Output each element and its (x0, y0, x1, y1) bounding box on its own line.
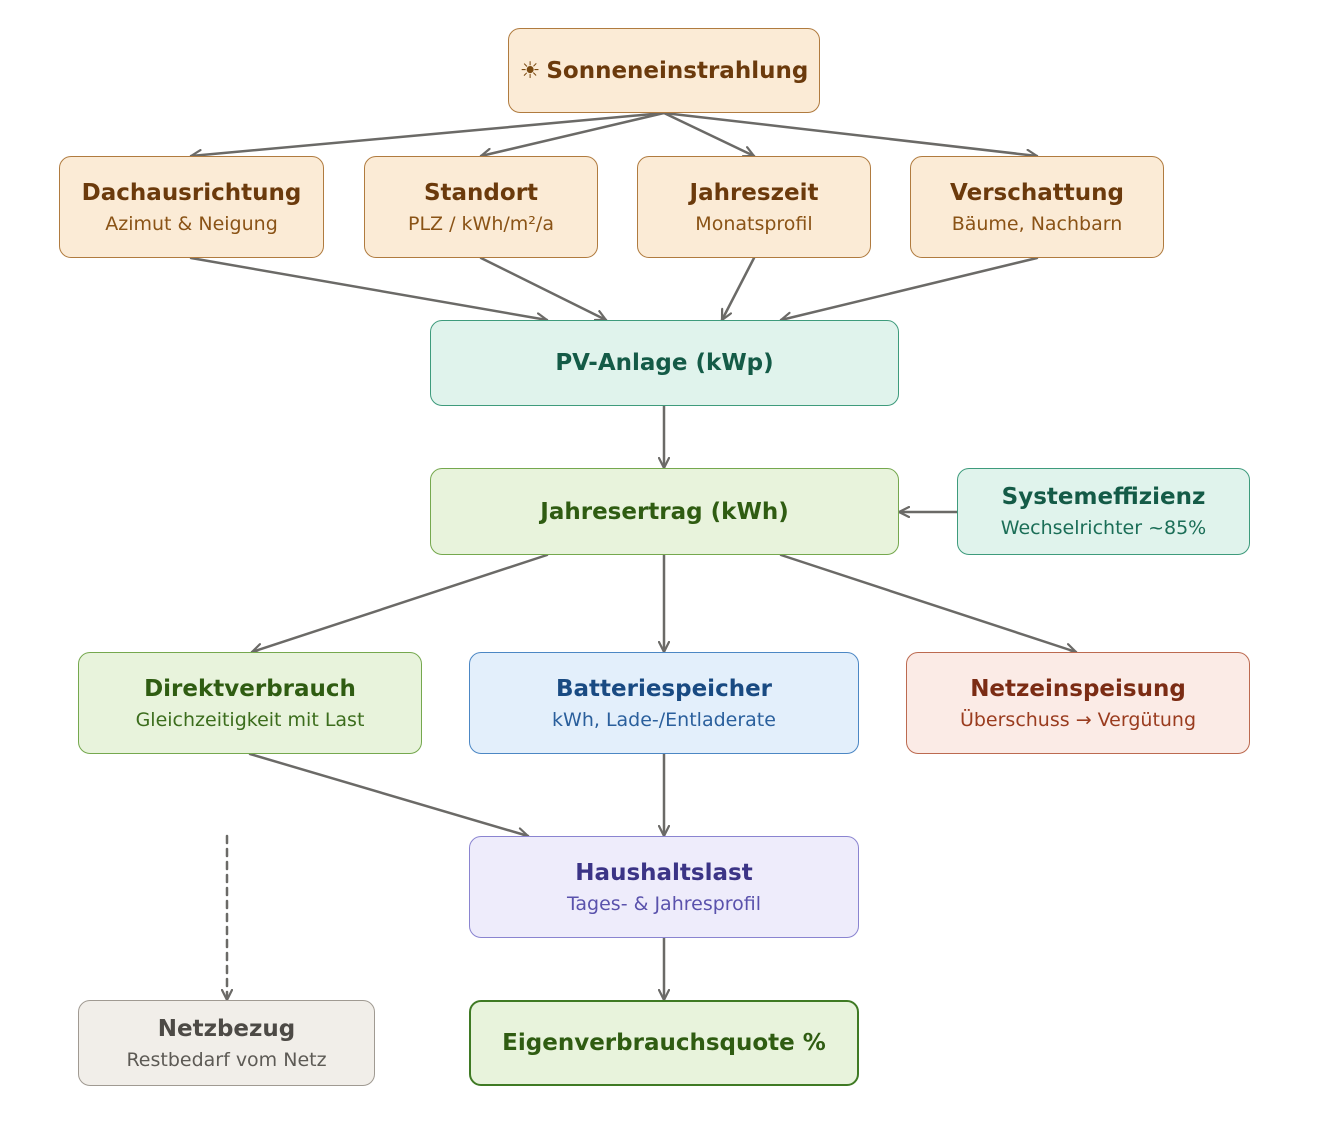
node-eigenverbrauchsquote: Eigenverbrauchsquote % (469, 1000, 859, 1086)
node-title-haushaltslast: Haushaltslast (575, 859, 753, 886)
node-sub-jahreszeit: Monatsprofil (695, 212, 813, 235)
node-batteriespeicher: Batteriespeicher kWh, Lade-/Entladerate (469, 652, 859, 754)
node-dachausrichtung: Dachausrichtung Azimut & Neigung (59, 156, 324, 258)
node-pv-anlage: PV-Anlage (kWp) (430, 320, 899, 406)
edge-sun-shading (662, 111, 1039, 156)
edge-sun-roof (189, 111, 666, 156)
node-title-jahreszeit: Jahreszeit (689, 179, 819, 206)
node-sub-haushaltslast: Tages- & Jahresprofil (566, 892, 762, 915)
node-title-jahresertrag: Jahresertrag (kWh) (540, 498, 789, 525)
node-title-eigenverbrauchsquote: Eigenverbrauchsquote % (502, 1030, 826, 1056)
node-sub-netzeinspeisung: Überschuss → Vergütung (959, 708, 1197, 731)
node-systemeffizienz: Systemeffizienz Wechselrichter ~85% (957, 468, 1250, 555)
sun-title-text: Sonneneinstrahlung (546, 57, 809, 84)
node-title-batteriespeicher: Batteriespeicher (555, 675, 773, 702)
node-title-pv-anlage: PV-Anlage (kWp) (555, 350, 774, 376)
node-netzeinspeisung: Netzeinspeisung Überschuss → Vergütung (906, 652, 1250, 754)
node-title-systemeffizienz: Systemeffizienz (1001, 484, 1206, 510)
node-sub-systemeffizienz: Wechselrichter ~85% (1000, 517, 1207, 539)
node-title-netzbezug: Netzbezug (157, 1015, 296, 1042)
node-sub-verschattung: Bäume, Nachbarn (951, 212, 1123, 235)
edge-season-pv (720, 256, 756, 322)
node-title-sonneneinstrahlung: ☀Sonneneinstrahlung (520, 56, 809, 86)
node-netzbezug: Netzbezug Restbedarf vom Netz (78, 1000, 375, 1086)
node-verschattung: Verschattung Bäume, Nachbarn (910, 156, 1164, 258)
node-title-verschattung: Verschattung (950, 179, 1124, 206)
edge-location-pv (479, 256, 608, 322)
node-title-standort: Standort (423, 179, 539, 206)
node-sonneneinstrahlung: ☀Sonneneinstrahlung (508, 28, 820, 113)
node-sub-netzbezug: Restbedarf vom Netz (126, 1048, 327, 1071)
edge-yield-feedin (779, 553, 1078, 652)
edge-sun-location (479, 111, 666, 156)
node-sub-batteriespeicher: kWh, Lade-/Entladerate (552, 708, 776, 731)
node-jahreszeit: Jahreszeit Monatsprofil (637, 156, 871, 258)
node-title-netzeinspeisung: Netzeinspeisung (970, 675, 1186, 702)
node-sub-dachausrichtung: Azimut & Neigung (105, 212, 278, 235)
node-title-direktverbrauch: Direktverbrauch (144, 675, 356, 702)
edge-sun-season (662, 111, 756, 156)
edge-roof-pv (189, 256, 549, 320)
node-haushaltslast: Haushaltslast Tages- & Jahresprofil (469, 836, 859, 938)
node-title-dachausrichtung: Dachausrichtung (81, 179, 302, 206)
node-sub-direktverbrauch: Gleichzeitigkeit mit Last (135, 708, 365, 731)
node-standort: Standort PLZ / kWh/m²/a (364, 156, 598, 258)
node-jahresertrag: Jahresertrag (kWh) (430, 468, 899, 555)
edge-direct-household (248, 752, 530, 836)
node-direktverbrauch: Direktverbrauch Gleichzeitigkeit mit Las… (78, 652, 422, 754)
edge-shading-pv (779, 256, 1039, 320)
sun-icon: ☀ (519, 57, 541, 84)
node-sub-standort: PLZ / kWh/m²/a (408, 212, 554, 235)
edge-yield-direct (250, 553, 549, 652)
